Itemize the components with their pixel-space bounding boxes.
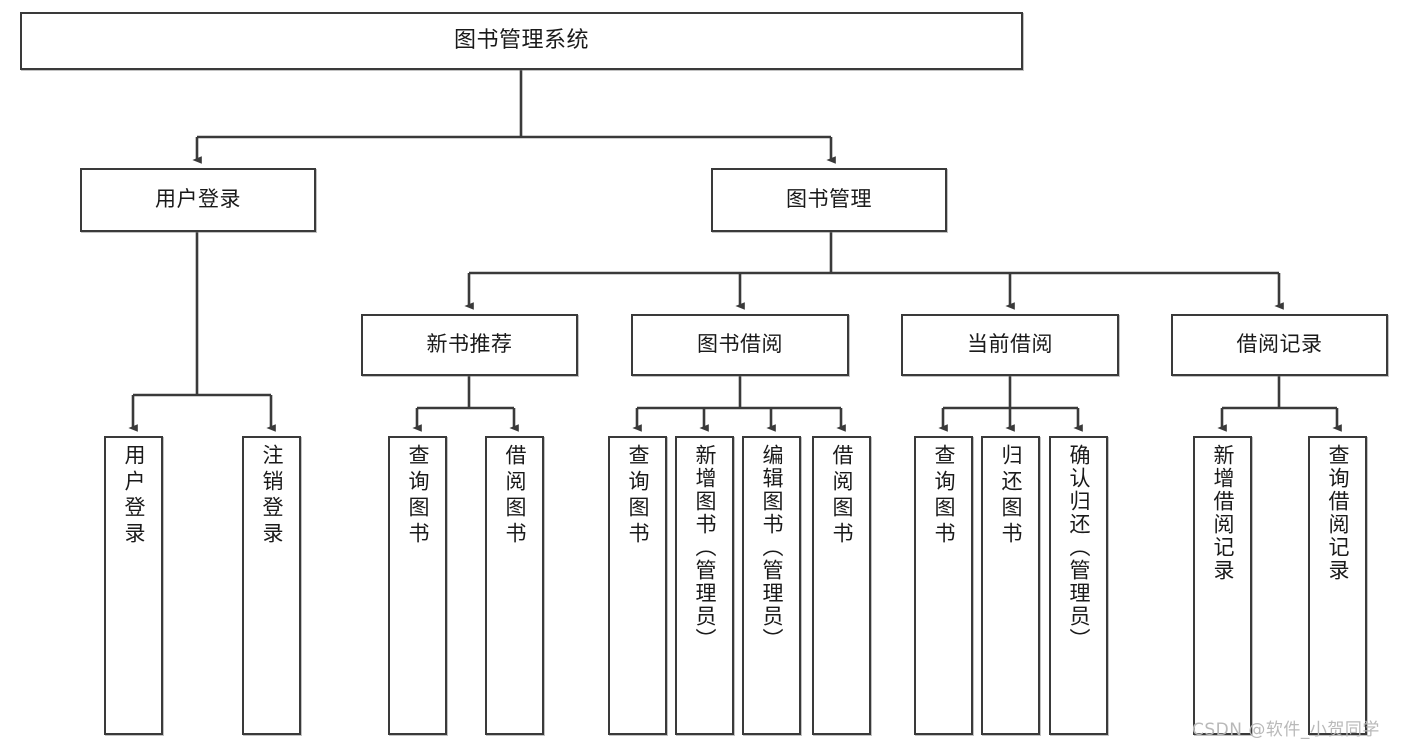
node-label: 借阅图书 <box>830 444 854 548</box>
node-leaf-logout-login[interactable]: 注销登录 <box>242 436 301 735</box>
node-leaf-borrow-book[interactable]: 借阅图书 <box>812 436 871 735</box>
node-user-login[interactable]: 用户登录 <box>80 168 316 232</box>
node-label: 图书管理 <box>786 187 872 212</box>
node-leaf-edit-book[interactable]: 编辑图书（管理员） <box>742 436 801 735</box>
node-label: 新增借阅记录 <box>1211 444 1235 582</box>
node-label: 图书借阅 <box>697 332 783 357</box>
node-label: 新书推荐 <box>426 332 513 357</box>
node-label: 查询图书 <box>626 444 650 548</box>
node-label: 查询图书 <box>932 444 956 548</box>
node-label: 查询图书 <box>406 444 430 548</box>
node-label: 图书管理系统 <box>453 27 589 53</box>
node-label: 注销登录 <box>260 444 284 548</box>
node-leaf-add-book[interactable]: 新增图书（管理员） <box>675 436 734 735</box>
node-leaf-borrow-book-recommend[interactable]: 借阅图书 <box>485 436 544 735</box>
node-label: 编辑图书（管理员） <box>760 444 784 651</box>
node-label: 用户登录 <box>155 187 241 212</box>
node-current-borrow[interactable]: 当前借阅 <box>901 314 1119 376</box>
node-leaf-confirm-return[interactable]: 确认归还（管理员） <box>1049 436 1108 735</box>
csdn-watermark: CSDN @软件_小贺同学 <box>1192 720 1380 740</box>
node-label: 当前借阅 <box>967 332 1053 357</box>
node-label: 归还图书 <box>999 444 1023 548</box>
node-label: 查询借阅记录 <box>1326 444 1350 582</box>
node-label: 用户登录 <box>122 444 146 548</box>
node-leaf-query-borrow-record[interactable]: 查询借阅记录 <box>1308 436 1367 735</box>
node-root-system[interactable]: 图书管理系统 <box>20 12 1023 70</box>
node-leaf-user-login[interactable]: 用户登录 <box>104 436 163 735</box>
node-leaf-add-borrow-record[interactable]: 新增借阅记录 <box>1193 436 1252 735</box>
node-leaf-query-book-current[interactable]: 查询图书 <box>914 436 973 735</box>
node-leaf-query-book-borrow[interactable]: 查询图书 <box>608 436 667 735</box>
node-label: 确认归还（管理员） <box>1067 444 1091 651</box>
node-label: 新增图书（管理员） <box>693 444 717 651</box>
node-new-book-recommend[interactable]: 新书推荐 <box>361 314 578 376</box>
node-borrow-record[interactable]: 借阅记录 <box>1171 314 1388 376</box>
node-label: 借阅图书 <box>503 444 527 548</box>
node-leaf-query-book-recommend[interactable]: 查询图书 <box>388 436 447 735</box>
node-book-management[interactable]: 图书管理 <box>711 168 947 232</box>
node-book-borrow[interactable]: 图书借阅 <box>631 314 849 376</box>
node-leaf-return-book[interactable]: 归还图书 <box>981 436 1040 735</box>
node-label: 借阅记录 <box>1236 332 1323 357</box>
